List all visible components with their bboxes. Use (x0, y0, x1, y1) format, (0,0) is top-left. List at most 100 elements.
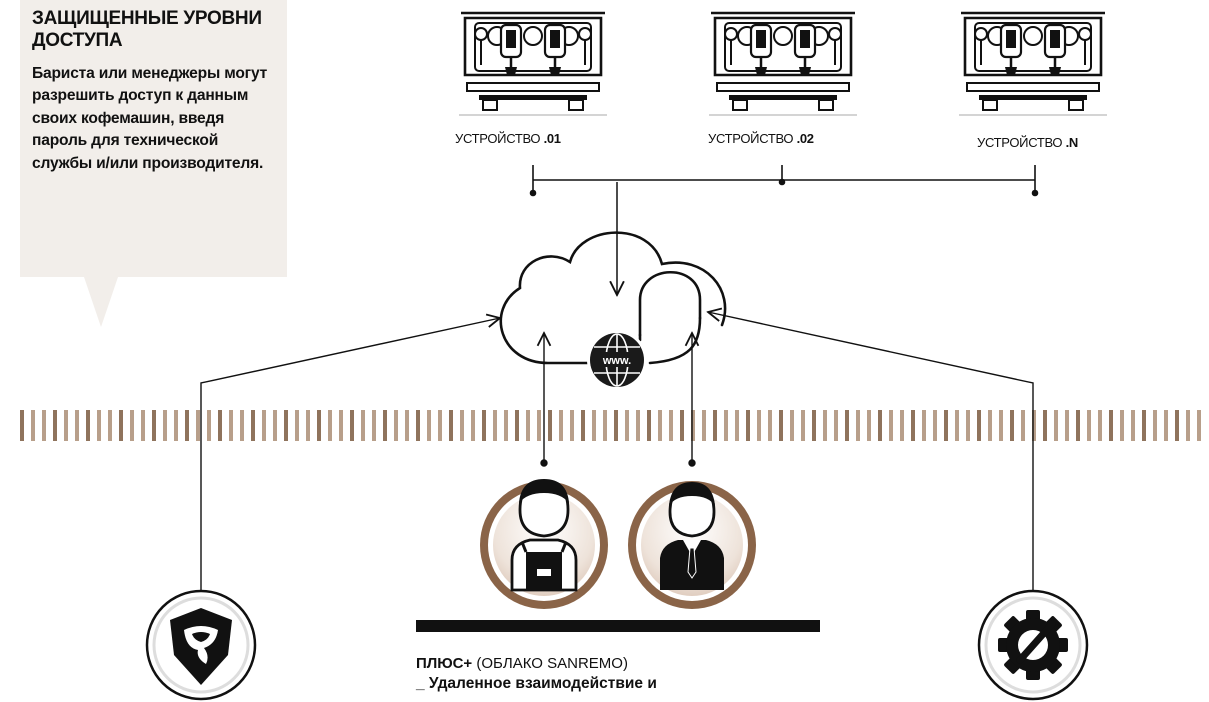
stripe-mark (218, 410, 222, 441)
stripe-mark (526, 410, 530, 441)
stripe-mark (262, 410, 266, 441)
globe-icon (587, 330, 647, 390)
manager-icon (628, 481, 756, 609)
stripe-mark (900, 410, 904, 441)
stripe-mark (1153, 410, 1157, 441)
stripe-mark (856, 410, 860, 441)
stripe-mark (20, 410, 24, 441)
device-connector (529, 165, 1039, 197)
info-box-pointer (84, 277, 118, 327)
stripe-mark (460, 410, 464, 441)
devices-row (459, 11, 1107, 116)
stripe-mark (64, 410, 68, 441)
stripe-mark (768, 410, 772, 441)
stripe-mark (746, 410, 750, 441)
stripe-mark (834, 410, 838, 441)
stripe-mark (141, 410, 145, 441)
stripe-mark (284, 410, 288, 441)
stripe-mark (251, 410, 255, 441)
stripe-mark (922, 410, 926, 441)
stripe-mark (1197, 410, 1201, 441)
stripe-mark (603, 410, 607, 441)
espresso-machine-icon (959, 11, 1107, 116)
stripe-mark (845, 410, 849, 441)
stripe-mark (427, 410, 431, 441)
stripe-mark (581, 410, 585, 441)
stripe-mark (1109, 410, 1113, 441)
stripe-mark (713, 410, 717, 441)
device-label-02: УСТРОЙСТВО .02 (708, 131, 814, 146)
stripe-mark (361, 410, 365, 441)
stripe-mark (636, 410, 640, 441)
globe-www-label: www. (602, 355, 631, 367)
stripe-mark (1087, 410, 1091, 441)
stripe-mark (867, 410, 871, 441)
stripe-mark (1175, 410, 1179, 441)
stripe-mark (933, 410, 937, 441)
stripe-mark (372, 410, 376, 441)
stripe-mark (1054, 410, 1058, 441)
stripe-mark (1043, 410, 1047, 441)
stripe-mark (1120, 410, 1124, 441)
stripe-mark (185, 410, 189, 441)
stripe-band (20, 410, 1201, 441)
stripe-mark (966, 410, 970, 441)
stripe-mark (108, 410, 112, 441)
device-label-suffix: .01 (543, 131, 561, 146)
stripe-mark (482, 410, 486, 441)
stripe-mark (691, 410, 695, 441)
stripe-mark (1010, 410, 1014, 441)
stripe-mark (317, 410, 321, 441)
stripe-mark (988, 410, 992, 441)
stripe-mark (889, 410, 893, 441)
stripe-mark (75, 410, 79, 441)
stripe-mark (328, 410, 332, 441)
info-title: ЗАЩИЩЕННЫЕ УРОВНИ ДОСТУПА (32, 8, 262, 51)
stripe-mark (31, 410, 35, 441)
stripe-mark (163, 410, 167, 441)
plus-section-bar (416, 620, 820, 632)
plus-title-rest: (ОБЛАКО SANREMO) (472, 655, 628, 672)
stripe-mark (53, 410, 57, 441)
stripe-mark (86, 410, 90, 441)
stripe-mark (911, 410, 915, 441)
stripe-mark (405, 410, 409, 441)
stripe-mark (548, 410, 552, 441)
stripe-mark (1065, 410, 1069, 441)
stripe-mark (416, 410, 420, 441)
stripe-mark (570, 410, 574, 441)
stripe-mark (295, 410, 299, 441)
stripe-mark (801, 410, 805, 441)
stripe-mark (614, 410, 618, 441)
brand-logo-icon (145, 589, 257, 701)
stripe-mark (383, 410, 387, 441)
plus-description: _ Удаленное взаимодействие и (416, 675, 657, 692)
stripe-mark (306, 410, 310, 441)
stripe-mark (702, 410, 706, 441)
stripe-mark (735, 410, 739, 441)
stripe-mark (350, 410, 354, 441)
stripe-mark (97, 410, 101, 441)
stripe-mark (119, 410, 123, 441)
stripe-mark (493, 410, 497, 441)
stripe-mark (658, 410, 662, 441)
stripe-mark (449, 410, 453, 441)
stripe-mark (1076, 410, 1080, 441)
stripe-mark (999, 410, 1003, 441)
stripe-mark (196, 410, 200, 441)
barista-icon (480, 479, 608, 609)
device-label-suffix: .N (1065, 135, 1079, 150)
stripe-mark (1098, 410, 1102, 441)
stripe-mark (174, 410, 178, 441)
stripe-mark (1186, 410, 1190, 441)
stripe-mark (1131, 410, 1135, 441)
stripe-mark (471, 410, 475, 441)
stripe-mark (680, 410, 684, 441)
device-label-prefix: УСТРОЙСТВО (708, 131, 794, 146)
stripe-mark (669, 410, 673, 441)
info-box (20, 0, 287, 277)
espresso-machine-icon (709, 11, 857, 116)
info-body: Бариста или менеджеры могут разрешить до… (32, 65, 268, 172)
stripe-mark (504, 410, 508, 441)
